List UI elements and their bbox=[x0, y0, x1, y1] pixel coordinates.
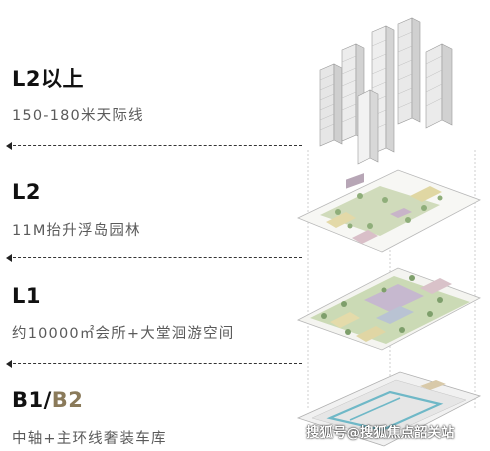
level-subtitle-garden: 11M抬升浮岛园林 bbox=[12, 223, 141, 239]
tower-icon bbox=[425, 43, 453, 129]
level-title-accent: B2 bbox=[51, 388, 84, 412]
level-subtitle-clubhouse: 约10000㎡会所+大堂洄游空间 bbox=[12, 326, 235, 342]
watermark: 搜狐号@搜狐焦点韶关站 bbox=[306, 425, 455, 441]
level-title-main: B1/ bbox=[12, 388, 52, 412]
tower-group bbox=[319, 17, 453, 165]
level-subtitle-garage: 中轴+主环线奢装车库 bbox=[12, 431, 167, 447]
arrow-left-icon bbox=[6, 360, 12, 368]
level-title-main: L2 bbox=[12, 180, 41, 204]
divider-1 bbox=[8, 145, 302, 146]
tower-icon bbox=[397, 17, 421, 125]
level-title-accent: 以上 bbox=[41, 67, 84, 91]
tower-icon bbox=[319, 63, 343, 147]
arrow-left-icon bbox=[6, 254, 12, 262]
level-title-main: L1 bbox=[12, 284, 41, 308]
garage-plate bbox=[296, 371, 482, 447]
level-title-l2: L2 bbox=[12, 180, 41, 204]
divider-3 bbox=[8, 363, 302, 364]
divider-2 bbox=[8, 257, 302, 258]
exploded-axonometric-illustration bbox=[296, 17, 482, 447]
clubhouse-plate bbox=[297, 267, 481, 351]
level-subtitle-skyline: 150-180米天际线 bbox=[12, 108, 144, 124]
level-title-l2-above: L2以上 bbox=[12, 63, 84, 93]
level-title-main: L2 bbox=[12, 67, 41, 91]
tower-icon bbox=[357, 89, 379, 165]
level-title-l1: L1 bbox=[12, 284, 41, 308]
arrow-left-icon bbox=[6, 142, 12, 150]
level-title-b1-b2: B1/B2 bbox=[12, 388, 83, 412]
floating-garden-plate bbox=[297, 169, 481, 253]
